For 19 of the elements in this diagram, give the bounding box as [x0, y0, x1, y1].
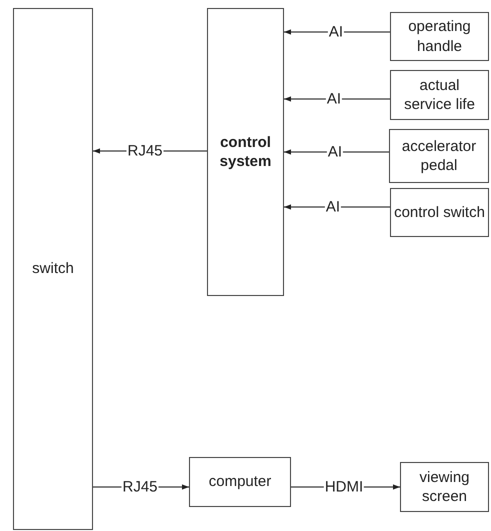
process-box: accelerator pedal	[389, 129, 489, 183]
process-box: viewing screen	[400, 462, 489, 512]
arrow	[284, 96, 390, 102]
edge-label: AI	[326, 92, 342, 106]
arrow	[284, 149, 389, 155]
process-box: actual service life	[390, 70, 489, 120]
arrow	[284, 204, 390, 210]
edge-label: AI	[328, 24, 344, 40]
edge-label: RJ45	[121, 480, 159, 494]
edge-label: RJ45	[126, 144, 164, 158]
edge-label: AI	[324, 200, 342, 214]
process-box: operating handle	[390, 12, 489, 61]
process-box: control system	[207, 8, 284, 296]
process-box: computer	[189, 457, 291, 507]
process-box: control switch	[390, 188, 489, 237]
process-box: switch	[13, 8, 93, 530]
arrow	[284, 29, 390, 35]
edge-label: HDMI	[324, 480, 364, 494]
edge-label: AI	[326, 144, 344, 160]
